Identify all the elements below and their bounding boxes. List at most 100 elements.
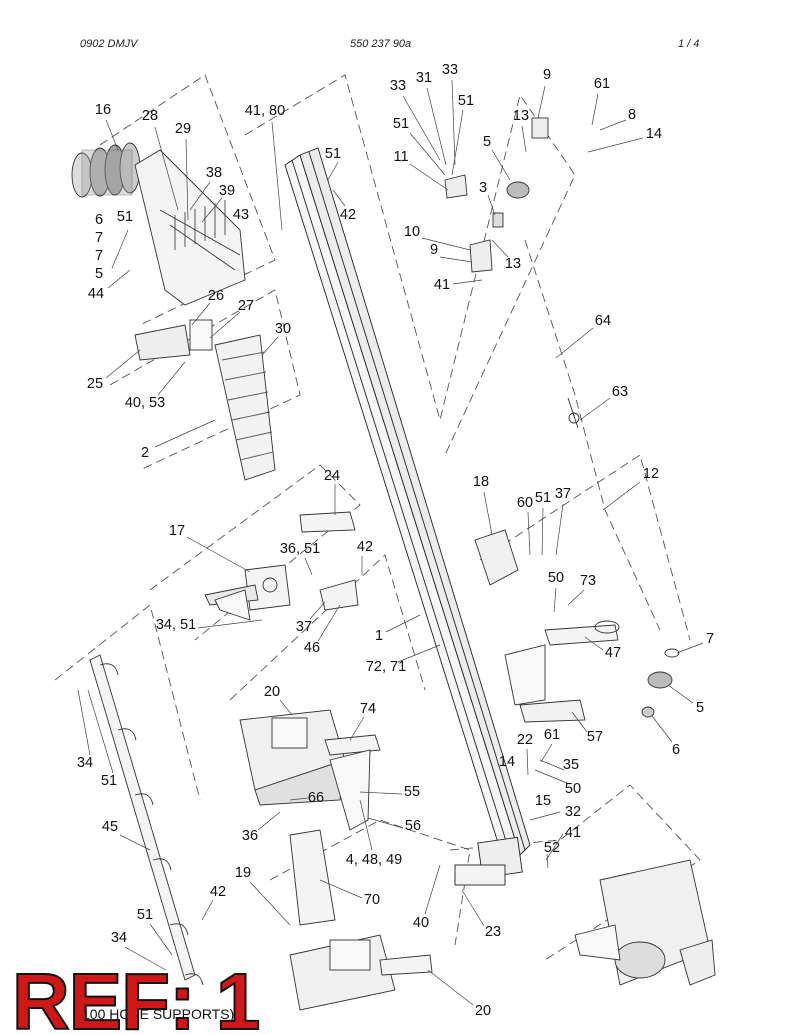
callout-label: 34, 51 [155, 616, 197, 633]
boundary-mid [229, 554, 426, 701]
callout-label: 12 [642, 465, 660, 482]
bracket-9-upper [531, 117, 549, 139]
cover-18 [474, 529, 519, 586]
callout-label: 8 [627, 106, 637, 123]
callout-label: 50 [547, 569, 565, 586]
callout-label: 41, 80 [244, 102, 286, 119]
tensioner-63 [567, 397, 580, 429]
callout-label: 47 [604, 644, 622, 661]
callout-label: 51 [392, 115, 410, 132]
callout-label: 25 [86, 375, 104, 392]
callout-label: 51 [534, 489, 552, 506]
callout-label: 32 [564, 803, 582, 820]
callout-label: 29 [174, 120, 192, 137]
callout-label: 27 [237, 297, 255, 314]
callout-label: 72, 71 [365, 658, 407, 675]
callout-label: 5 [695, 699, 705, 716]
callout-label: 37 [554, 485, 572, 502]
leader-lines [77, 79, 704, 1006]
callout-label: 42 [339, 206, 357, 223]
callout-label: 13 [504, 255, 522, 272]
callout-label: 5 [482, 133, 492, 150]
callout-label: 28 [141, 107, 159, 124]
callout-label: 34 [76, 754, 94, 771]
callout-label: 73 [579, 572, 597, 589]
callout-label: 9 [542, 66, 552, 83]
boundary-lower-mid [269, 819, 471, 946]
hose-reel-assembly [71, 142, 246, 306]
callout-label: 33 [389, 77, 407, 94]
callout-label: 51 [324, 145, 342, 162]
callout-label: 7 [94, 247, 104, 264]
callout-label: 20 [474, 1002, 492, 1019]
callout-label: 23 [484, 923, 502, 940]
callout-label: 38 [205, 164, 223, 181]
boundary-carriage [109, 289, 301, 471]
callout-label: 6 [94, 211, 104, 228]
callout-label: 57 [586, 728, 604, 745]
callout-label: 51 [136, 906, 154, 923]
callout-label: 10 [403, 223, 421, 240]
callout-label: 7 [705, 630, 715, 647]
callout-label: 61 [543, 726, 561, 743]
callout-label: 1 [374, 627, 384, 644]
callout-label: 4, 48, 49 [345, 851, 403, 868]
callout-label: 51 [116, 208, 134, 225]
pulley-5-upper [506, 181, 530, 199]
callout-label: 51 [457, 92, 475, 109]
callout-label: 36, 51 [279, 540, 321, 557]
figure-caption: 100 HOSE SUPPORTS) [82, 1006, 235, 1022]
callout-label: 15 [534, 792, 552, 809]
callout-label: 52 [543, 839, 561, 856]
callout-label: 50 [564, 780, 582, 797]
callout-label: 64 [594, 312, 612, 329]
callout-label: 31 [415, 69, 433, 86]
callout-label: 41 [433, 276, 451, 293]
callout-label: 36 [241, 827, 259, 844]
callout-label: 51 [100, 772, 118, 789]
motor-unit-lower-right [574, 859, 716, 986]
callout-label: 7 [94, 229, 104, 246]
cover-70 [289, 829, 336, 926]
callout-label: 46 [303, 639, 321, 656]
callout-label: 18 [472, 473, 490, 490]
bracket-46 [319, 579, 359, 611]
callout-label: 40, 53 [124, 394, 166, 411]
spacer-3 [492, 212, 504, 228]
callout-label: 11 [393, 148, 409, 165]
bracket-9-lower [469, 239, 493, 273]
callout-label: 30 [274, 320, 292, 337]
boundary-right-mid [479, 454, 691, 641]
boundary-upper-right [244, 74, 576, 456]
callout-label: 45 [101, 818, 119, 835]
header-page-number: 1 / 4 [678, 38, 700, 50]
hose-support-bar-45 [89, 654, 204, 986]
callout-label: 24 [323, 467, 341, 484]
callout-label: 19 [234, 864, 252, 881]
callout-label: 16 [94, 101, 112, 118]
main-rail [284, 147, 531, 886]
callout-label: 39 [218, 182, 236, 199]
header-left-code: 0902 DMJV [80, 38, 138, 50]
header-document-number: 550 237 90a [350, 38, 412, 50]
boundary-hose-bar [54, 604, 201, 801]
callout-label: 20 [263, 683, 281, 700]
callout-label: 60 [516, 494, 534, 511]
boundary-chain [524, 239, 661, 631]
callout-label: 22 [516, 731, 534, 748]
arm-47 [504, 620, 620, 706]
callout-label: 74 [359, 700, 377, 717]
drive-unit-20-upper [239, 709, 381, 831]
callout-label: 44 [87, 285, 105, 302]
callout-label: 42 [356, 538, 374, 555]
callout-label: 9 [429, 241, 439, 258]
plate-24 [299, 511, 356, 533]
pulley-5-lower [647, 671, 673, 689]
callout-label: 42 [209, 883, 227, 900]
callout-label: 5 [94, 265, 104, 282]
drive-unit-20-lower [289, 934, 433, 1011]
bracket-17 [204, 564, 291, 621]
callout-label: 43 [232, 206, 250, 223]
